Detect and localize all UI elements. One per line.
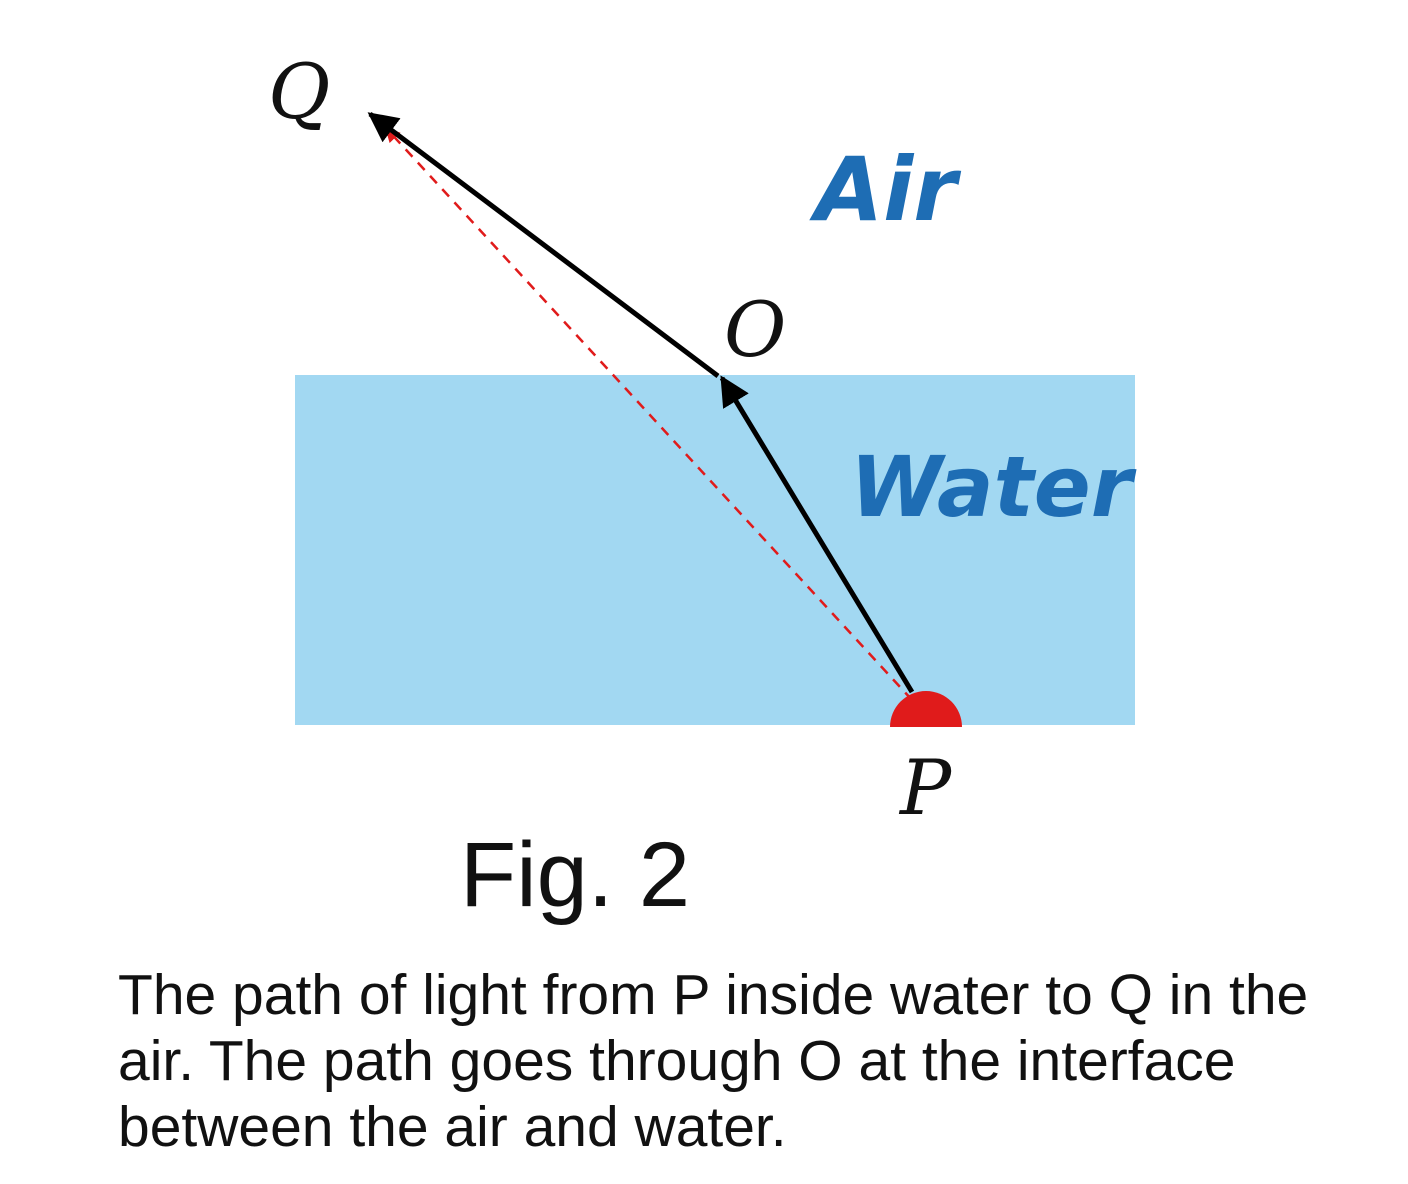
label-o: O <box>724 285 786 374</box>
figure-title: Fig. 2 <box>460 824 690 926</box>
straight-path-p-to-q <box>384 126 913 701</box>
label-air: Air <box>809 138 961 241</box>
label-water: Water <box>850 438 1137 536</box>
ray-p-to-o <box>719 375 915 694</box>
light-source-p <box>890 691 962 727</box>
ray-o-to-q <box>367 112 720 378</box>
figure-caption: The path of light from P inside water to… <box>118 963 1309 1159</box>
label-p: P <box>898 743 953 832</box>
water-region <box>295 375 1135 725</box>
label-q: Q <box>268 47 330 136</box>
